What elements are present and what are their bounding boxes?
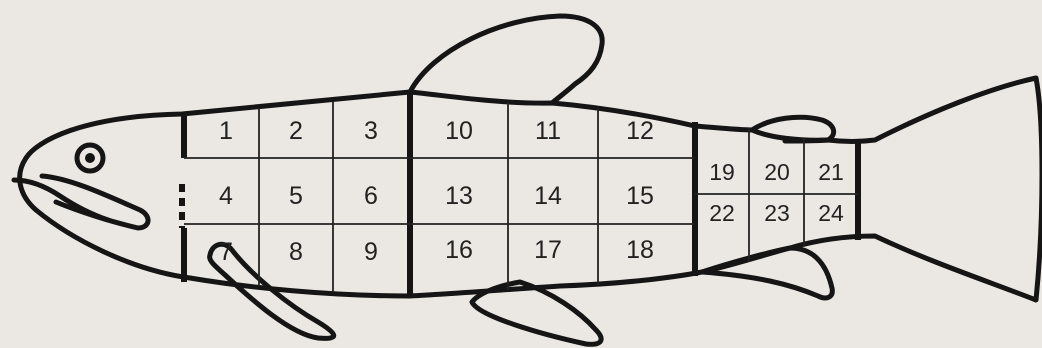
section-label: 14 (534, 182, 562, 210)
section-label: 18 (626, 236, 654, 264)
section-label: 3 (364, 117, 378, 145)
section-label: 20 (764, 159, 790, 185)
section-label: 6 (364, 182, 378, 210)
section-label: 17 (534, 236, 562, 264)
body-outline (20, 78, 1042, 300)
section-label: 21 (818, 159, 844, 185)
section-label: 5 (289, 182, 303, 210)
section-label: 2 (289, 117, 303, 145)
section-label: 12 (626, 117, 654, 145)
section-label: 22 (709, 200, 735, 226)
section-label: 19 (709, 159, 735, 185)
section-labels: 1 2 3 4 5 6 7 8 9 10 11 12 13 14 15 16 1… (219, 117, 844, 266)
section-label: 11 (535, 117, 561, 145)
section-label: 23 (764, 200, 790, 226)
eye-pupil (85, 153, 95, 163)
section-label: 16 (445, 236, 473, 264)
section-label: 4 (219, 182, 233, 210)
section-label: 8 (289, 238, 303, 266)
section-label: 24 (818, 200, 844, 226)
cheek-band (42, 176, 148, 228)
section-label: 7 (219, 238, 233, 266)
section-label: 9 (364, 238, 378, 266)
section-label: 10 (445, 117, 473, 145)
dorsal-fin (410, 16, 602, 103)
section-label: 1 (219, 117, 233, 145)
section-label: 13 (445, 182, 473, 210)
section-label: 15 (626, 182, 654, 210)
